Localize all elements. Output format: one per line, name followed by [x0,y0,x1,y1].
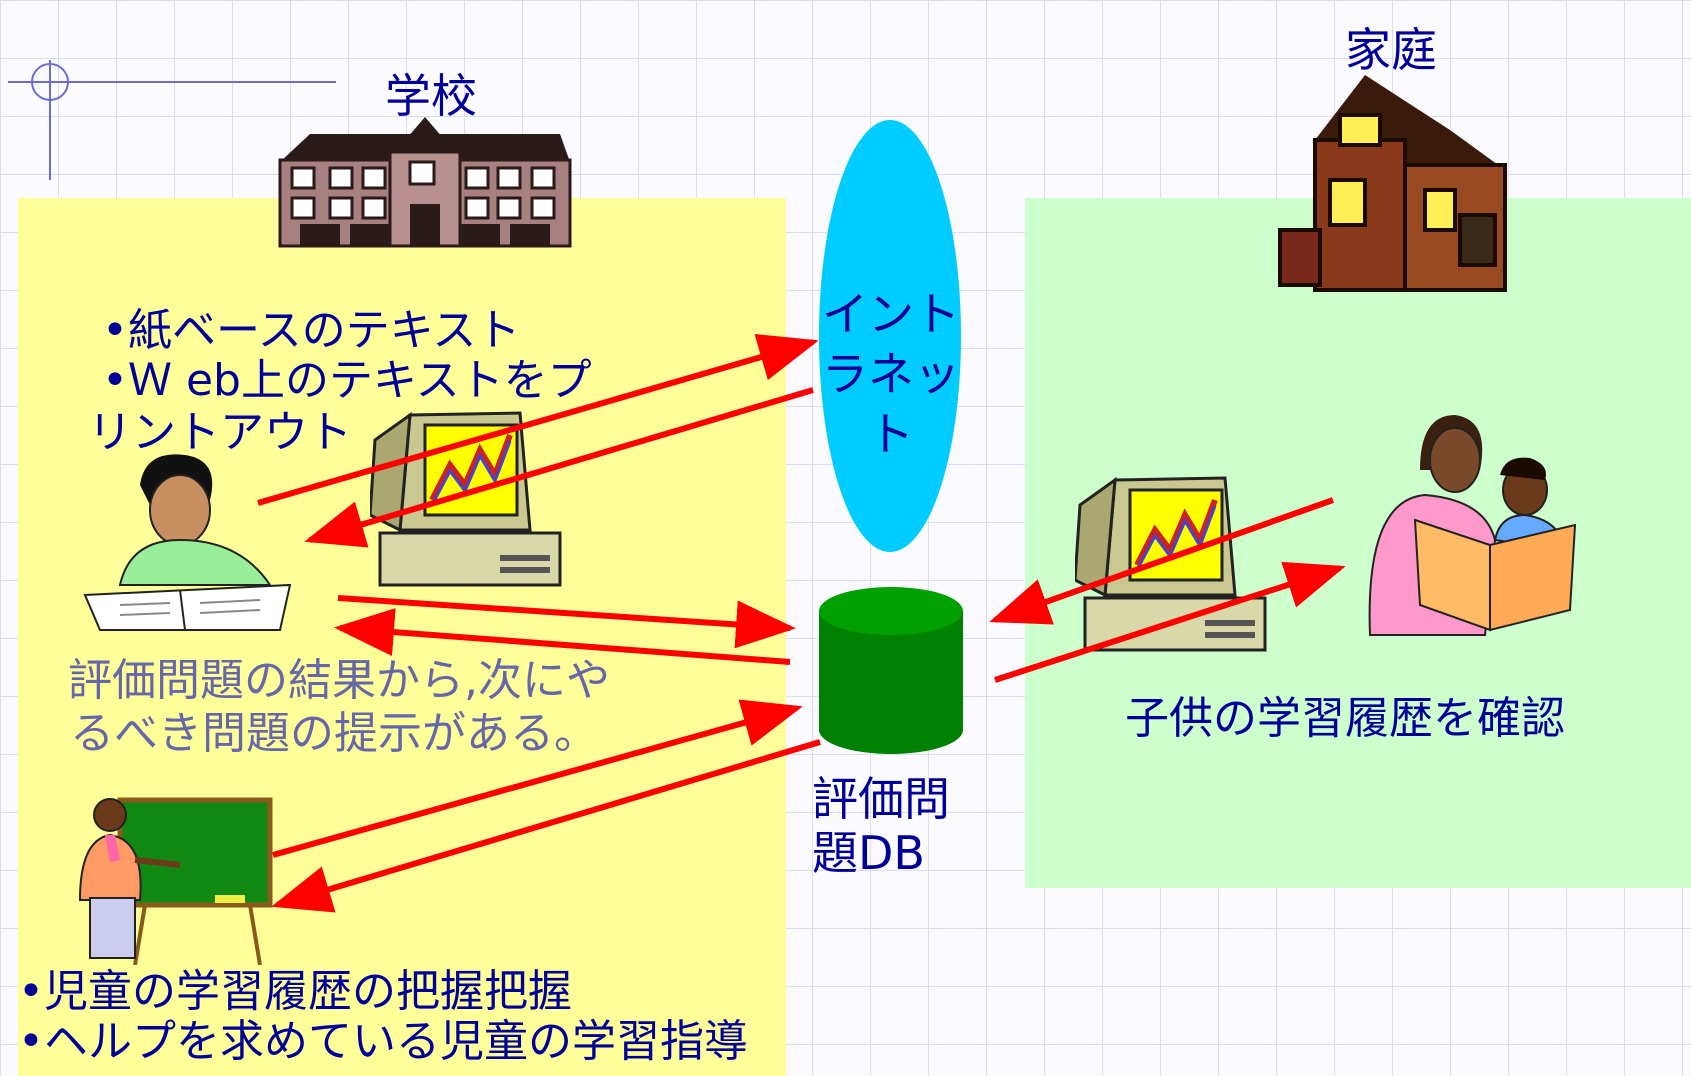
teacher-task-history: •児童の学習履歴の把握把握 [18,966,572,1017]
evaluation-text-line2: るべき問題の提示がある。 [70,708,598,759]
parent-child-reading-icon [1368,415,1577,636]
intranet-cloud [819,120,961,552]
school-text-web: •Ｗ eb上のテキストをプ [102,355,592,406]
student-icon [83,454,292,631]
home-title: 家庭 [1345,23,1437,77]
school-text-printout: リントアウト [88,407,352,458]
home-parent-task: 子供の学習履歴を確認 [1125,693,1565,744]
home-computer-icon [1075,476,1267,652]
school-zone [18,198,786,1076]
arrow-parent-to-db [989,497,1335,625]
arrow-db-to-parent [994,561,1346,683]
arrow-student-to-intranet [257,333,819,506]
house-icon [1278,75,1507,292]
arrow-teacher-to-db [272,699,803,858]
school-text-paper: •紙ベースのテキスト [102,305,521,356]
evaluation-text-line1: 評価問題の結果から,次にや [68,655,610,706]
school-title: 学校 [385,69,477,123]
db-label: 評価問題DB [812,772,950,880]
school-building-icon [278,117,572,248]
arrow-intranet-to-student [304,387,814,548]
corner-ornament [8,60,336,180]
teacher-task-help: •ヘルプを求めている児童の学習指導 [18,1016,748,1067]
arrow-db-to-teacher [271,739,821,913]
teacher-icon [78,797,273,965]
arrow-db-to-student [334,608,791,665]
database-icon [819,587,963,754]
intranet-label: イントラネット [822,287,960,461]
arrow-student-to-db [337,595,796,649]
